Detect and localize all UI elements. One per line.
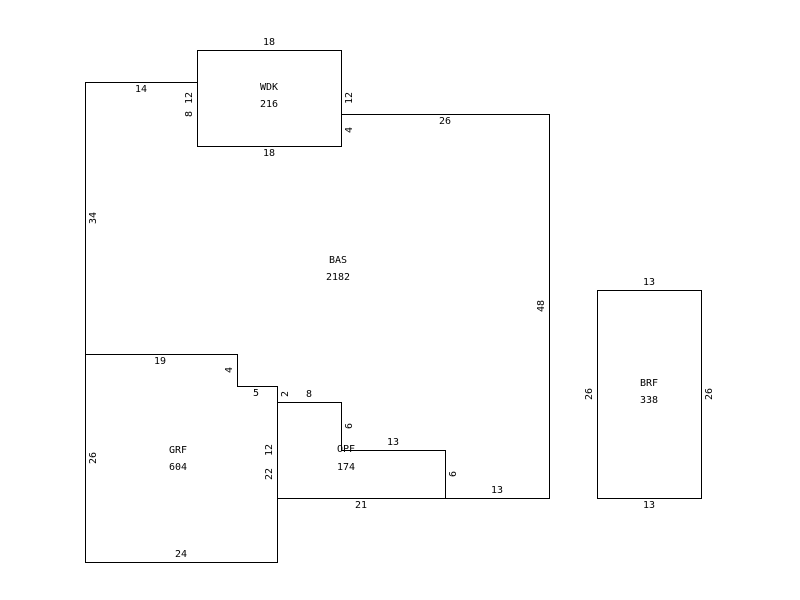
dim-brf-bottom: 13 bbox=[643, 500, 655, 511]
bas-sqft-label: 2182 bbox=[326, 272, 350, 283]
brf-sqft-label: 338 bbox=[640, 395, 658, 406]
dim-opf-top-8: 8 bbox=[306, 389, 312, 400]
bas-code-label: BAS bbox=[329, 255, 347, 266]
grf-code-label: GRF bbox=[169, 445, 187, 456]
opf-sqft-label: 174 bbox=[337, 462, 355, 473]
brf-outline bbox=[597, 290, 702, 499]
dim-wdk-bottom: 18 bbox=[263, 148, 275, 159]
opf-outline bbox=[277, 402, 446, 499]
dim-brf-top: 13 bbox=[643, 277, 655, 288]
dim-wdk-right-12: 12 bbox=[344, 92, 355, 104]
dim-wdk-left-8: 8 bbox=[184, 111, 195, 117]
dim-opf-left-2: 2 bbox=[280, 391, 291, 397]
dim-grf-right-12: 12 bbox=[264, 444, 275, 456]
grf-sqft-label: 604 bbox=[169, 462, 187, 473]
dim-grf-left-26: 26 bbox=[88, 452, 99, 464]
grf-outline bbox=[85, 354, 278, 563]
dim-brf-right: 26 bbox=[704, 388, 715, 400]
opf-code-label: OPF bbox=[337, 444, 355, 455]
dim-wdk-top: 18 bbox=[263, 37, 275, 48]
dim-opf-top-13: 13 bbox=[387, 437, 399, 448]
dim-grf-top-19: 19 bbox=[154, 356, 166, 367]
dim-brf-left: 26 bbox=[584, 388, 595, 400]
dim-opf-bottom-21: 21 bbox=[355, 500, 367, 511]
bas-outline bbox=[85, 82, 198, 355]
dim-wdk-right-4: 4 bbox=[344, 127, 355, 133]
dim-bas-right-48: 48 bbox=[536, 300, 547, 312]
wdk-code-label: WDK bbox=[260, 82, 278, 93]
dim-grf-bottom-24: 24 bbox=[175, 549, 187, 560]
dim-wdk-left-12: 12 bbox=[184, 92, 195, 104]
dim-bas-left-34: 34 bbox=[88, 212, 99, 224]
dim-bas-top-26: 26 bbox=[439, 116, 451, 127]
dim-grf-right-22: 22 bbox=[264, 468, 275, 480]
dim-grf-step-5: 5 bbox=[253, 388, 259, 399]
dim-opf-right-6: 6 bbox=[448, 471, 459, 477]
dim-opf-step-6: 6 bbox=[344, 423, 355, 429]
bas-outline-right bbox=[277, 114, 550, 499]
dim-bas-bottom-13: 13 bbox=[491, 485, 503, 496]
brf-code-label: BRF bbox=[640, 378, 658, 389]
dim-bas-top-14: 14 bbox=[135, 84, 147, 95]
wdk-outline bbox=[197, 50, 342, 147]
wdk-sqft-label: 216 bbox=[260, 99, 278, 110]
dim-grf-step-4: 4 bbox=[224, 367, 235, 373]
